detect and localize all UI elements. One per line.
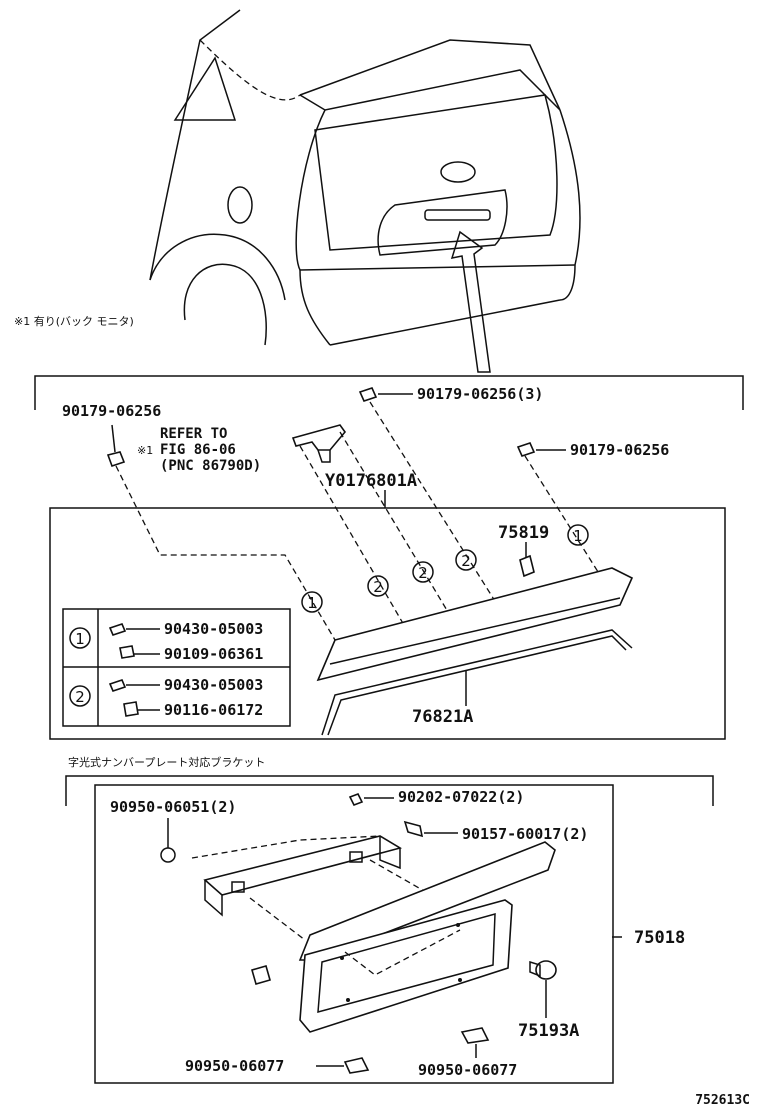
svg-text:1: 1 (573, 527, 583, 545)
legend-90430-05003-a: 90430-05003 (164, 620, 263, 638)
svg-text:2: 2 (373, 578, 383, 596)
legend-90109-06361: 90109-06361 (164, 645, 263, 663)
callout-90179-06256-3: 90179-06256(3) (417, 385, 543, 403)
nut-icon (108, 623, 127, 636)
circle-marker-two: 2 (455, 549, 477, 571)
back-monitor-note: ※1 有り(バック モニタ) (14, 314, 134, 328)
clip-icon (106, 451, 126, 468)
callout-90179-06256-left: 90179-06256 (62, 402, 161, 420)
lamp-bracket-note: 字光式ナンバープレート対応ブラケット (68, 755, 265, 769)
ref-line-1: REFER TO (160, 426, 227, 442)
clip-icon (516, 442, 536, 457)
callout-90950-06077-right: 90950-06077 (418, 1061, 517, 1079)
license-plate-frame (298, 841, 556, 1033)
legend-marker-1: 1 (75, 630, 85, 648)
back-door-garnish (316, 567, 634, 682)
callout-90179-06256-right: 90179-06256 (570, 441, 669, 459)
figure-id: 752613C (695, 1093, 750, 1108)
callout-75819: 75819 (498, 523, 549, 543)
svg-text:2: 2 (418, 564, 428, 582)
garnish-assembly-box (49, 507, 726, 740)
plate-bracket-box (94, 784, 614, 1084)
svg-text:2: 2 (461, 552, 471, 570)
callout-75193a: 75193A (518, 1021, 579, 1041)
ref-line-3: (PNC 86790D) (160, 458, 261, 474)
screw-icon (119, 645, 135, 659)
callout-90950-06077-left: 90950-06077 (185, 1057, 284, 1075)
lower-section-bracket (65, 775, 714, 806)
license-lamp-bracket (203, 835, 403, 917)
grommet-icon (348, 792, 364, 807)
legend-marker-2: 2 (75, 688, 85, 706)
callout-76821a: 76821A (412, 707, 473, 727)
legend-90430-05003-b: 90430-05003 (164, 676, 263, 694)
lamp-connector-icon (529, 960, 557, 980)
fastener-legend-table: 1 2 90430-05003 90109-06361 90430-05003 … (62, 608, 291, 727)
circle-marker-two: 2 (367, 575, 389, 597)
callout-90202-07022-2: 90202-07022(2) (398, 788, 524, 806)
callout-y0176801a: Y0176801A (325, 471, 417, 491)
clip-75819-icon (519, 554, 535, 578)
callout-90157-60017-2: 90157-60017(2) (462, 825, 588, 843)
pad-icon (460, 1027, 490, 1044)
garnish-seal (321, 629, 633, 736)
upper-section-bracket (34, 375, 744, 410)
bolt-icon (403, 820, 424, 838)
legend-90116-06172: 90116-06172 (164, 701, 263, 719)
nut-icon (108, 679, 127, 692)
cushion-icon (251, 965, 271, 985)
camera-bracket-icon (291, 424, 347, 463)
screw-icon (123, 701, 139, 717)
callout-75018: 75018 (634, 928, 685, 948)
circle-marker-one: 1 (567, 524, 589, 546)
ref-line-2: FIG 86-06 (160, 442, 236, 458)
ref-note-mark: ※1 (137, 444, 153, 457)
pad-icon (343, 1057, 370, 1074)
circle-marker-two: 2 (412, 561, 434, 583)
car-rear-illustration (149, 9, 581, 373)
plug-icon (160, 847, 176, 863)
svg-text:1: 1 (307, 594, 317, 612)
circle-marker-one: 1 (301, 591, 323, 613)
clip-icon (358, 387, 378, 402)
callout-90950-06051-2: 90950-06051(2) (110, 798, 236, 816)
